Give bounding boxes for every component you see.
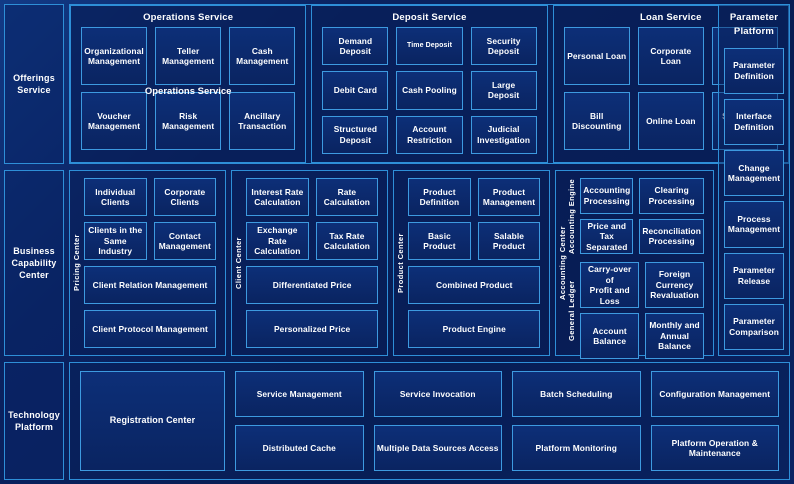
cell-tax-rate-calculation[interactable]: Tax Rate Calculation (315, 222, 379, 260)
cell-accounting-processing[interactable]: Accounting Processing (580, 178, 634, 214)
cell-parameter-release[interactable]: Parameter Release (724, 252, 784, 299)
cell-organizational-management[interactable]: Organizational Management (81, 27, 148, 85)
group-product-center: Product Center Product Definition Produc… (393, 170, 551, 356)
cell-combined-product[interactable]: Combined Product (408, 266, 541, 304)
cell-monthly-annual-balance[interactable]: Monthly and Annual Balance (645, 313, 704, 359)
cell-bill-discounting[interactable]: Bill Discounting (563, 92, 630, 150)
client-center-grid: Interest Rate Calculation Rate Calculati… (243, 176, 382, 350)
subgroup-general-ledger: General Ledger Carry-over of Profit and … (567, 260, 708, 361)
cell-corporate-loan[interactable]: Corporate Loan (637, 27, 704, 85)
cell-configuration-management[interactable]: Configuration Management (650, 371, 779, 417)
cell-parameter-definition[interactable]: Parameter Definition (724, 47, 784, 94)
cell-exchange-rate-calculation[interactable]: Exchange Rate Calculation (246, 222, 309, 260)
business-capability-panel: Pricing Center Individual Clients Corpor… (69, 170, 714, 359)
cell-interest-rate-calculation[interactable]: Interest Rate Calculation (246, 178, 309, 216)
cell-debit-card[interactable]: Debit Card (322, 71, 389, 110)
pricing-center-grid: Individual Clients Corporate Clients Cli… (81, 176, 220, 350)
offerings-service-row: Offerings Service Operations Service Org… (4, 4, 790, 164)
vlabel-general-ledger: General Ledger (567, 280, 577, 341)
parameter-platform-title: Parameter Platform (729, 12, 779, 38)
cell-service-invocation[interactable]: Service Invocation (373, 371, 502, 417)
vlabel-accounting-center: Accounting Center (558, 226, 568, 300)
cell-cash-pooling[interactable]: Cash Pooling (396, 71, 463, 110)
vlabel-client-center: Client Center (234, 237, 244, 289)
cell-clients-same-industry[interactable]: Clients in the Same Industry (84, 222, 147, 260)
cell-structured-deposit[interactable]: Structured Deposit (322, 115, 389, 154)
group-title-operations-service: Operations Service (143, 12, 234, 23)
cell-judicial-investigation[interactable]: Judicial Investigation (470, 115, 537, 154)
cell-multiple-data-sources-access[interactable]: Multiple Data Sources Access (373, 425, 502, 471)
cell-corporate-clients[interactable]: Corporate Clients (153, 178, 217, 216)
cell-rate-calculation[interactable]: Rate Calculation (315, 178, 379, 216)
cell-online-loan[interactable]: Online Loan (637, 92, 704, 150)
cell-cash-management[interactable]: Cash Management (229, 27, 296, 85)
cell-large-deposit[interactable]: Large Deposit (470, 71, 537, 110)
vlabel-pricing-center: Pricing Center (72, 234, 81, 292)
cell-account-balance[interactable]: Account Balance (580, 313, 640, 359)
group-accounting-center: Accounting Center Accounting Engine Acco… (555, 170, 714, 359)
cell-basic-product[interactable]: Basic Product (408, 222, 471, 260)
cell-teller-management[interactable]: Teller Management (155, 27, 222, 85)
cell-contact-management[interactable]: Contact Management (153, 222, 217, 260)
business-capability-center-label: Business Capability Center (4, 170, 64, 356)
accounting-engine-grid: Accounting Processing Clearing Processin… (576, 176, 708, 256)
cell-salable-product[interactable]: Salable Product (477, 222, 541, 260)
cell-distributed-cache[interactable]: Distributed Cache (235, 425, 364, 471)
cell-carry-over-profit-loss[interactable]: Carry-over of Profit and Loss (580, 262, 640, 308)
group-title-deposit-service: Deposit Service (392, 12, 467, 23)
product-center-grid: Product Definition Product Management Ba… (405, 176, 544, 350)
vlabel-accounting-engine: Accounting Engine (567, 178, 577, 254)
cell-reconciliation-processing[interactable]: Reconciliation Processing (639, 218, 704, 254)
cell-individual-clients[interactable]: Individual Clients (84, 178, 147, 216)
cell-clearing-processing[interactable]: Clearing Processing (639, 178, 704, 214)
subgroup-accounting-engine: Accounting Engine Accounting Processing … (567, 176, 708, 256)
business-capability-center-row: Business Capability Center Pricing Cente… (4, 170, 714, 359)
technology-platform-row: Technology Platform Registration Center … (4, 362, 790, 480)
group-pricing-center: Pricing Center Individual Clients Corpor… (69, 170, 227, 356)
technology-platform-grid: Service Management Service Invocation Ba… (235, 371, 779, 471)
group-deposit-service: Deposit Service Demand Deposit Time Depo… (311, 5, 548, 163)
technology-platform-panel: Registration Center Service Management S… (69, 362, 790, 480)
vlabel-product-center: Product Center (396, 233, 406, 293)
cell-batch-scheduling[interactable]: Batch Scheduling (512, 371, 641, 417)
cell-client-relation-management[interactable]: Client Relation Management (84, 266, 217, 304)
cell-change-management[interactable]: Change Management (724, 150, 784, 197)
general-ledger-grid: Carry-over of Profit and Loss Foreign Cu… (576, 260, 708, 361)
group-client-center: Client Center Interest Rate Calculation … (231, 170, 389, 356)
cell-personalized-price[interactable]: Personalized Price (246, 310, 379, 348)
cell-parameter-comparison[interactable]: Parameter Comparison (724, 303, 784, 350)
group-operations-service: Operations Service Organizational Manage… (70, 5, 307, 163)
cell-ancillary-transaction[interactable]: Ancillary Transaction (229, 92, 296, 150)
cell-time-deposit[interactable]: Time Deposit (396, 27, 463, 66)
cell-client-protocol-management[interactable]: Client Protocol Management (84, 310, 217, 348)
cell-demand-deposit[interactable]: Demand Deposit (322, 27, 389, 66)
technology-platform-label: Technology Platform (4, 362, 64, 480)
operations-service-grid: Organizational Management Teller Managem… (71, 25, 305, 162)
cell-platform-monitoring[interactable]: Platform Monitoring (512, 425, 641, 471)
accounting-center-stack: Accounting Engine Accounting Processing … (567, 176, 708, 359)
deposit-service-grid: Demand Deposit Time Deposit Security Dep… (312, 25, 546, 162)
cell-platform-operation-maintenance[interactable]: Platform Operation & Maintenance (650, 425, 779, 471)
cell-product-definition[interactable]: Product Definition (408, 178, 471, 216)
cell-product-engine[interactable]: Product Engine (408, 310, 541, 348)
cell-personal-loan[interactable]: Personal Loan (563, 27, 630, 85)
offerings-service-label: Offerings Service (4, 4, 64, 164)
cell-process-management[interactable]: Process Management (724, 201, 784, 248)
cell-voucher-management[interactable]: Voucher Management (81, 92, 148, 150)
cell-differentiated-price[interactable]: Differentiated Price (246, 266, 379, 304)
cell-risk-management[interactable]: Risk Management (155, 92, 222, 150)
parameter-platform-panel: Parameter Platform Parameter Definition … (718, 4, 790, 356)
group-title-loan-service: Loan Service (640, 12, 702, 23)
offerings-service-panel: Operations Service Organizational Manage… (69, 4, 790, 164)
cell-price-and-tax-separated[interactable]: Price and Tax Separated (580, 218, 634, 254)
cell-foreign-currency-revaluation[interactable]: Foreign Currency Revaluation (645, 262, 704, 308)
cell-security-deposit[interactable]: Security Deposit (470, 27, 537, 66)
cell-registration-center[interactable]: Registration Center (80, 371, 225, 471)
cell-product-management[interactable]: Product Management (477, 178, 541, 216)
cell-service-management[interactable]: Service Management (235, 371, 364, 417)
cell-interface-definition[interactable]: Interface Definition (724, 98, 784, 145)
cell-account-restriction[interactable]: Account Restriction (396, 115, 463, 154)
